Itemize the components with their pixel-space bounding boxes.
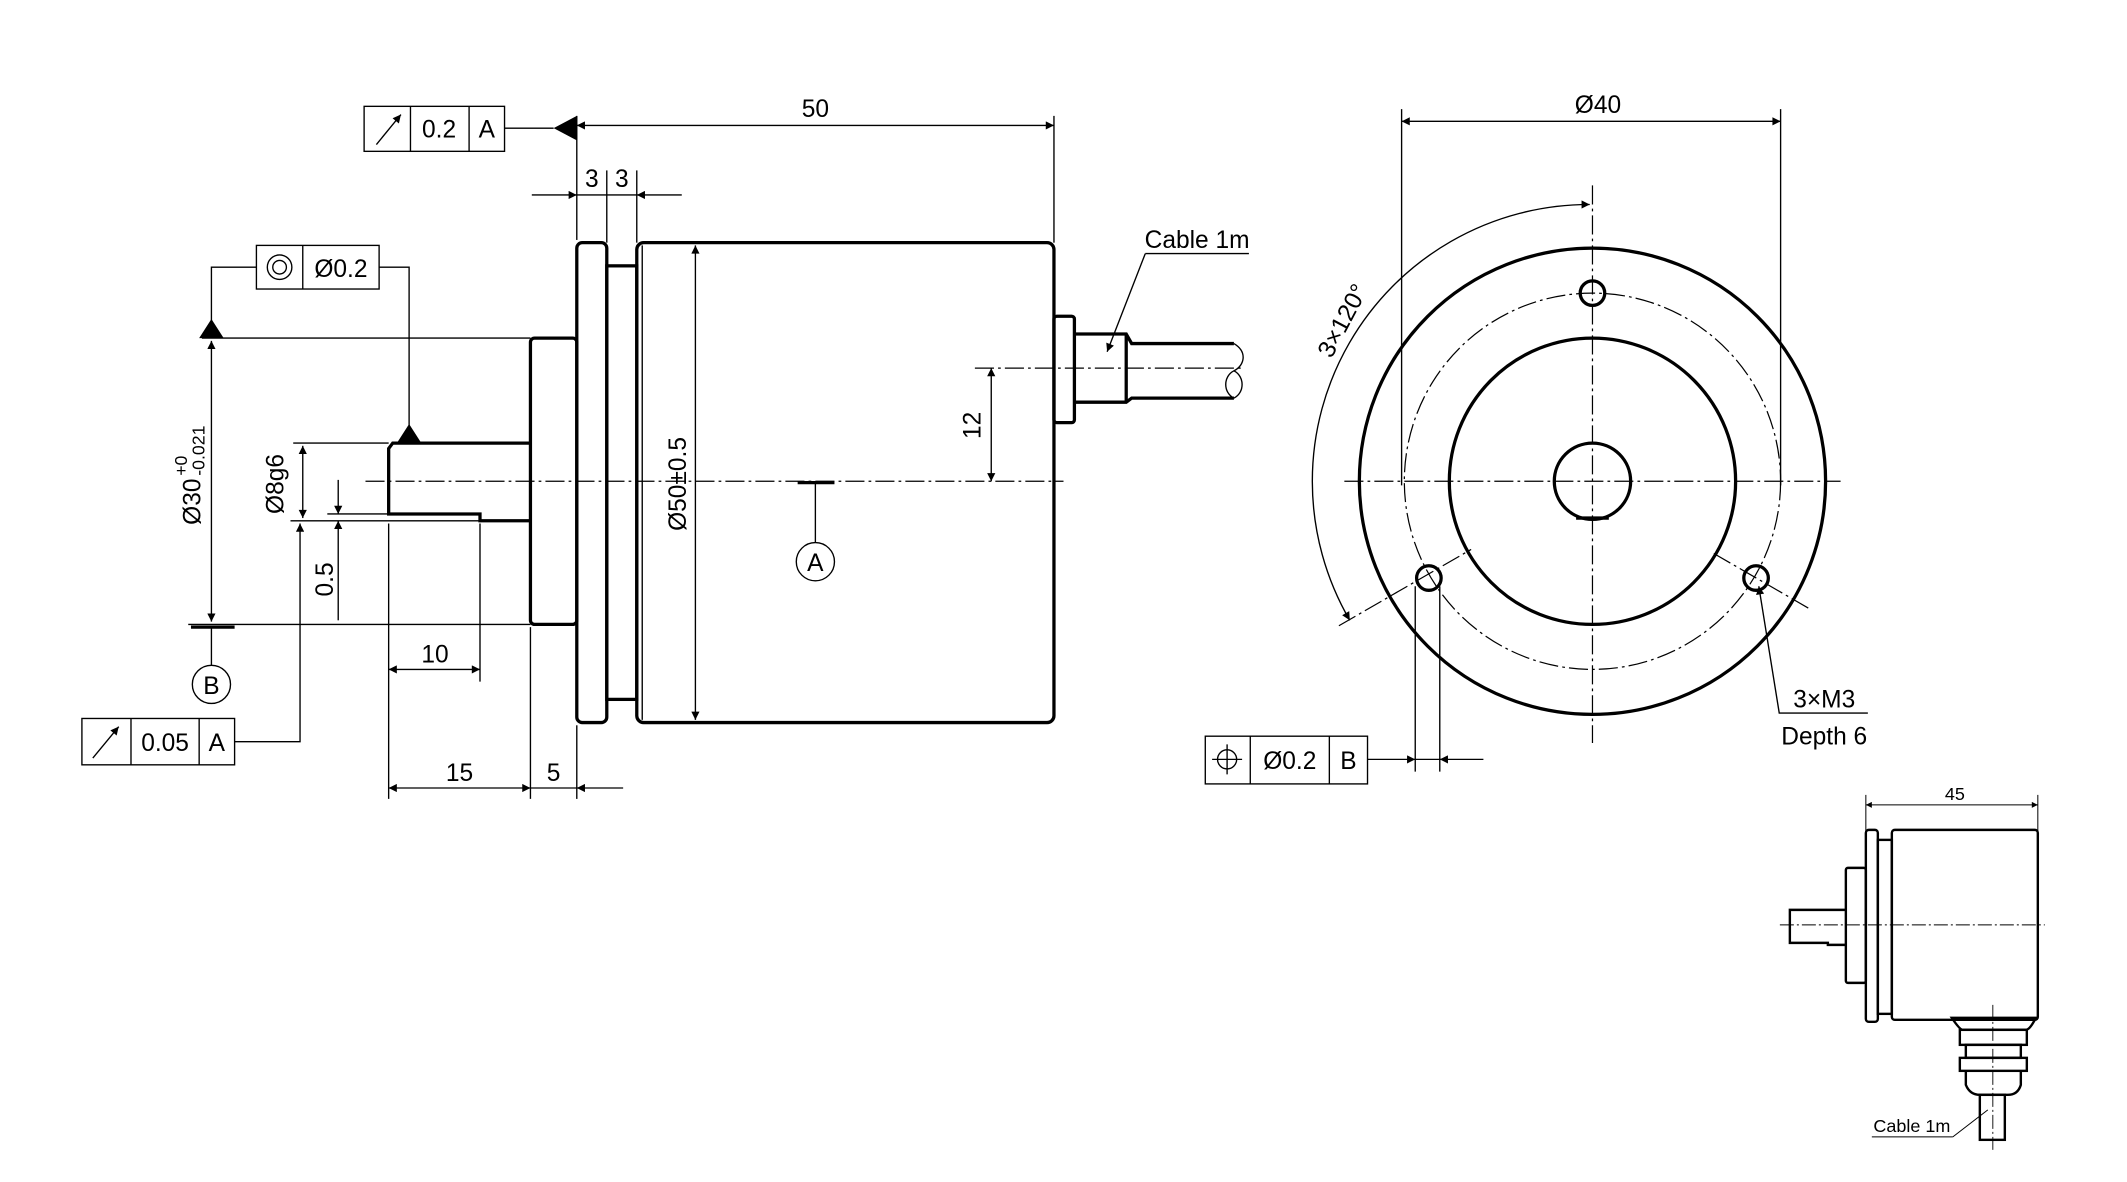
fcf-position: Ø0.2 B — [1204, 586, 1484, 785]
dim-hub-length: 5 — [547, 760, 561, 787]
dim-total-length: 50 — [802, 96, 829, 123]
angle-label: 3×120° — [1313, 280, 1374, 362]
dim-radial-length: 45 — [1945, 784, 1965, 804]
datum-b-label: B — [203, 673, 219, 700]
dim-cable-offset: 12 — [959, 412, 986, 439]
fcf-tolerance: 0.05 — [141, 730, 189, 757]
fcf-concentricity: Ø0.2 — [199, 244, 422, 444]
fcf-tolerance: Ø0.2 — [1263, 748, 1316, 775]
hole-label: 3×M3 — [1793, 687, 1855, 714]
radial-cable-label: Cable 1m — [1873, 1116, 1950, 1136]
dim-body-diameter: Ø50±0.5 — [665, 437, 692, 531]
front-view: Ø40 3×120° 3×M3 Depth 6 Ø0.2 B — [1204, 92, 1868, 785]
dim-hub-diameter: Ø30 — [180, 479, 207, 525]
dim-shaft-diameter: Ø8g6 — [263, 454, 290, 514]
position-icon — [1212, 744, 1243, 775]
dim-flange-1: 3 — [585, 166, 599, 193]
side-view: 50 3 3 0.2 A Cable 1m 12 — [81, 96, 1250, 799]
dim-flat-length: 10 — [421, 642, 448, 669]
dim-flat-depth: 0.5 — [312, 562, 339, 596]
fcf-tolerance: Ø0.2 — [314, 256, 367, 283]
dim-hub-tol-upper: +0 — [171, 455, 191, 475]
dim-hub-tol-lower: -0.021 — [189, 426, 209, 476]
fcf-datum: B — [1340, 748, 1356, 775]
runout-icon — [375, 114, 402, 145]
fcf-datum: A — [479, 117, 496, 144]
fcf-runout-top: 0.2 A — [363, 105, 577, 153]
datum-a-label: A — [807, 550, 824, 577]
dim-shaft-length: 15 — [446, 760, 473, 787]
datum-b: B — [190, 625, 235, 705]
dim-bolt-circle: Ø40 — [1575, 92, 1621, 119]
fcf-runout-bottom: 0.05 A — [81, 523, 305, 766]
encoder-body-side — [365, 241, 1244, 725]
encoder-body-radial — [1779, 828, 2045, 1150]
fcf-tolerance: 0.2 — [422, 117, 456, 144]
concentricity-icon — [266, 254, 293, 281]
hole-depth: Depth 6 — [1781, 723, 1867, 750]
radial-view: 45 Cable 1m — [1779, 784, 2045, 1150]
cable-label: Cable 1m — [1145, 227, 1250, 254]
datum-a: A — [795, 480, 836, 582]
fcf-datum: A — [209, 730, 226, 757]
runout-icon — [92, 726, 120, 759]
dim-flange-2: 3 — [615, 166, 629, 193]
